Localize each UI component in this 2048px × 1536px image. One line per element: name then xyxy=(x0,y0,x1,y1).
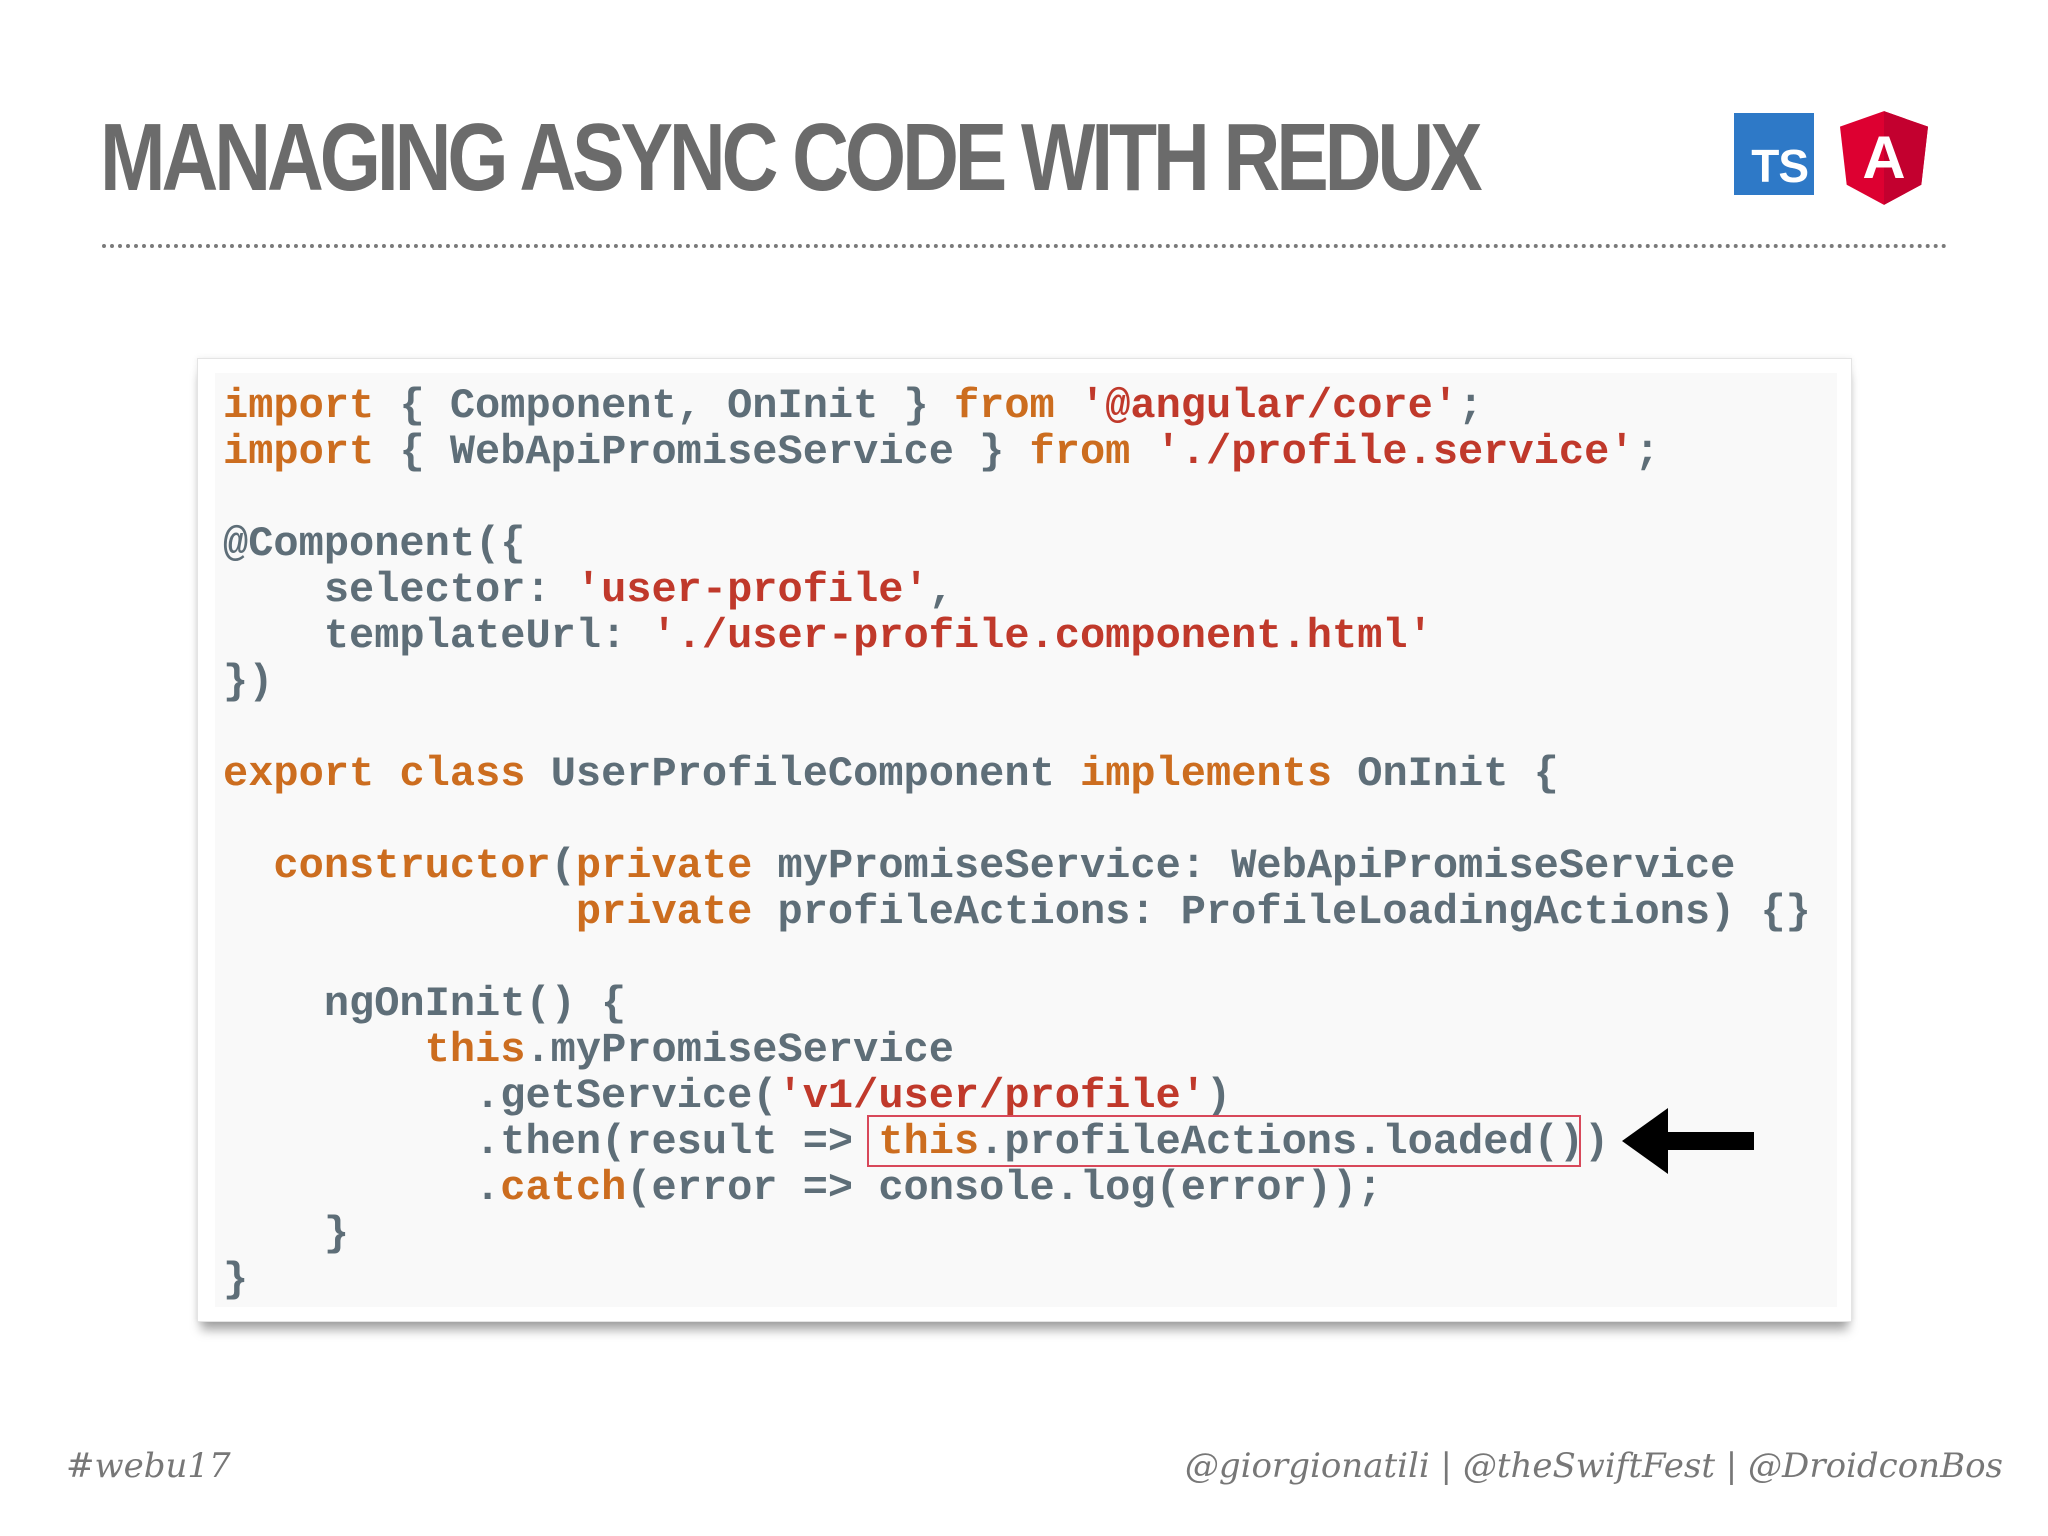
code-keyword: from xyxy=(953,382,1055,430)
code-string: 'user-profile' xyxy=(575,566,929,614)
code-string: './profile.service' xyxy=(1155,428,1635,476)
code-string: 'v1/user/profile' xyxy=(777,1072,1206,1120)
code-keyword: private xyxy=(575,888,753,936)
code-keyword: catch xyxy=(500,1164,627,1212)
code-text: @Component({ xyxy=(223,520,526,568)
code-text: , xyxy=(928,566,954,614)
code-keyword: implements xyxy=(1079,750,1333,798)
code-keyword: export xyxy=(223,750,375,798)
code-text: { Component, OnInit } xyxy=(374,382,954,430)
code-text: ( xyxy=(550,842,576,890)
code-keyword: this xyxy=(424,1026,526,1074)
slide-title: MANAGING ASYNC CODE WITH REDUX xyxy=(100,104,1483,211)
code-text: ngOnInit() { xyxy=(223,980,627,1028)
code-text: . xyxy=(223,1164,501,1212)
code-text: myPromiseService: WebApiPromiseService xyxy=(752,842,1736,890)
footer-handles: @giorgionatili | @theSwiftFest | @Droidc… xyxy=(1184,1446,2003,1486)
code-line: } xyxy=(223,1211,349,1257)
code-line: this.myPromiseService xyxy=(223,1027,954,1073)
code-panel xyxy=(197,358,1852,1322)
code-line: @Component({ xyxy=(223,521,525,567)
code-text xyxy=(223,888,576,936)
code-text: UserProfileComponent xyxy=(525,750,1080,798)
code-line: import { Component, OnInit } from '@angu… xyxy=(223,383,1483,429)
code-line: private profileActions: ProfileLoadingAc… xyxy=(223,889,1811,935)
code-text: ; xyxy=(1458,382,1484,430)
code-string: './user-profile.component.html' xyxy=(651,612,1433,660)
code-line: .catch(error => console.log(error)); xyxy=(223,1165,1382,1211)
footer-hashtag: #webu17 xyxy=(66,1446,231,1486)
code-line: } xyxy=(223,1257,248,1303)
code-text: ) xyxy=(1205,1072,1232,1120)
code-text: .myPromiseService xyxy=(525,1026,954,1074)
code-text xyxy=(223,842,273,890)
code-line: export class UserProfileComponent implem… xyxy=(223,751,1559,797)
left-arrow-icon xyxy=(1622,1108,1754,1174)
code-line: templateUrl: './user-profile.component.h… xyxy=(223,613,1433,659)
code-text: .then(result => xyxy=(223,1118,879,1166)
code-text: } xyxy=(223,1210,350,1258)
code-text: OnInit { xyxy=(1332,750,1559,798)
code-keyword: import xyxy=(223,382,375,430)
code-keyword: import xyxy=(223,428,375,476)
typescript-logo-icon: TS xyxy=(1734,113,1814,195)
code-text: templateUrl: xyxy=(223,612,652,660)
code-text: { WebApiPromiseService } xyxy=(374,428,1030,476)
code-text: profileActions: ProfileLoadingActions) {… xyxy=(752,888,1811,936)
code-keyword: class xyxy=(399,750,526,798)
code-line: selector: 'user-profile', xyxy=(223,567,954,613)
code-background xyxy=(215,373,1837,1307)
code-string: '@angular/core' xyxy=(1079,382,1459,430)
code-keyword: private xyxy=(575,842,753,890)
code-text: ; xyxy=(1634,428,1660,476)
code-text xyxy=(223,1026,425,1074)
code-text: } xyxy=(223,1256,249,1304)
code-text: .profileActions.loaded()) xyxy=(979,1118,1610,1166)
code-line: constructor(private myPromiseService: We… xyxy=(223,843,1735,889)
code-line: import { WebApiPromiseService } from './… xyxy=(223,429,1660,475)
code-keyword: this xyxy=(878,1118,980,1166)
code-keyword: from xyxy=(1029,428,1131,476)
code-line: .getService('v1/user/profile') xyxy=(223,1073,1231,1119)
code-text: (error => console.log(error)); xyxy=(626,1164,1383,1212)
code-line: .then(result => this.profileActions.load… xyxy=(223,1119,1609,1165)
angular-logo-label: A xyxy=(1862,124,1905,191)
code-text: selector: xyxy=(223,566,576,614)
code-keyword: constructor xyxy=(273,842,551,890)
code-line: }) xyxy=(223,659,273,705)
code-text: }) xyxy=(223,658,274,706)
title-divider xyxy=(102,244,1948,248)
code-line: ngOnInit() { xyxy=(223,981,626,1027)
angular-logo-icon: A xyxy=(1840,111,1928,205)
code-text xyxy=(1055,382,1080,430)
code-text xyxy=(1130,428,1155,476)
highlight-box xyxy=(867,1115,1581,1167)
typescript-logo-label: TS xyxy=(1751,140,1809,192)
code-text: .getService( xyxy=(223,1072,778,1120)
code-text xyxy=(374,750,399,798)
